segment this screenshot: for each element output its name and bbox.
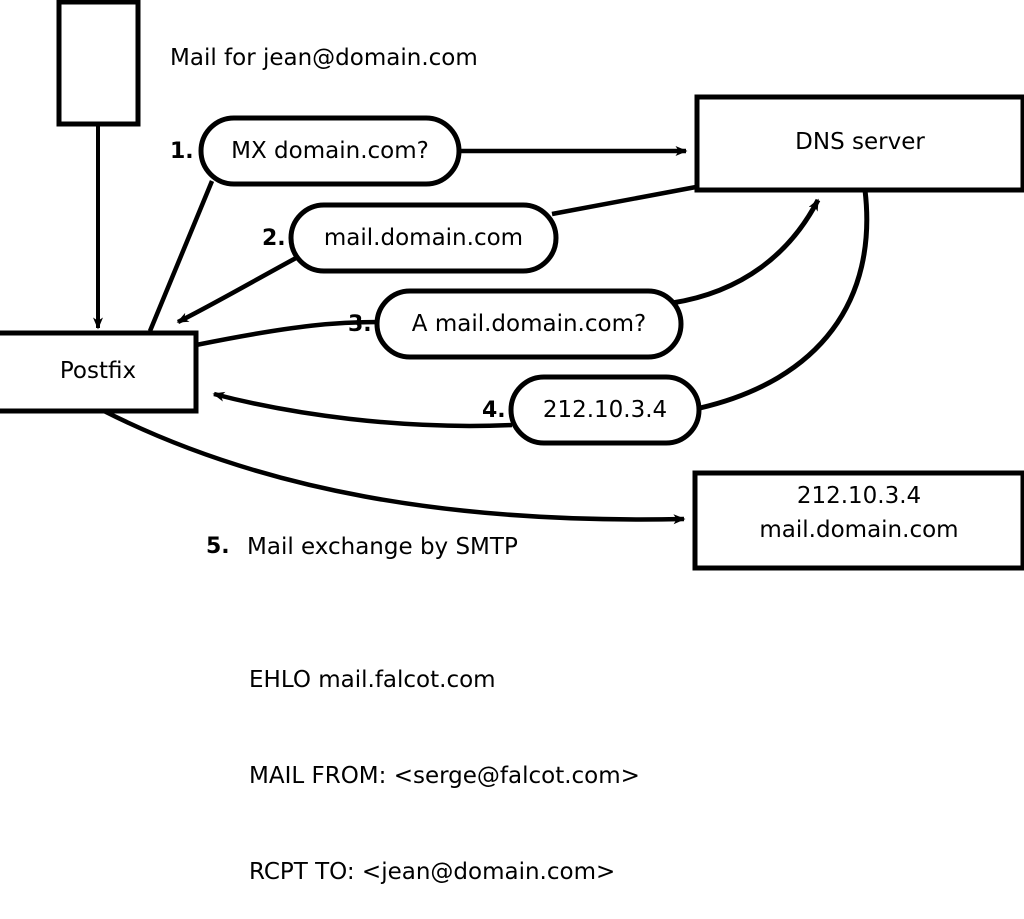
smtp-line: EHLO mail.falcot.com [249, 667, 496, 693]
step-2-number: 2. [262, 226, 286, 251]
edge-step4-to-postfix [212, 391, 513, 429]
step-4-label: 212.10.3.4 [542, 397, 668, 423]
step-3-number: 3. [348, 312, 372, 337]
node-mailhost-box [692, 470, 1024, 571]
step-1-number: 1. [170, 139, 194, 164]
edge-step2-to-postfix [176, 256, 298, 325]
step-2-label: mail.domain.com [323, 225, 524, 251]
node-mailhost-label-host: mail.domain.com [759, 517, 959, 543]
node-mailhost-label-ip: 212.10.3.4 [796, 483, 922, 509]
node-client-box [56, 0, 141, 127]
bubble-step2 [288, 202, 559, 274]
step-3-label: A mail.domain.com? [411, 311, 647, 337]
edge-postfix-to-mailhost [102, 408, 686, 525]
step-5-label: Mail exchange by SMTP [247, 534, 518, 560]
smtp-line: RCPT TO: <jean@domain.com> [249, 859, 616, 885]
mail-for-caption: Mail for jean@domain.com [170, 45, 478, 71]
bubble-step1 [198, 115, 462, 187]
step-4-number: 4. [482, 398, 506, 423]
node-postfix-label: Postfix [59, 358, 137, 384]
bubble-step3 [374, 288, 684, 360]
step-1-label: MX domain.com? [231, 138, 429, 164]
node-dns-box [694, 94, 1024, 193]
edge-step1-tail-to-postfix [147, 180, 215, 332]
smtp-transcript: EHLO mail.falcot.com MAIL FROM: <serge@f… [249, 600, 640, 919]
edge-dns-to-step2 [551, 184, 697, 217]
edge-dns-to-step4 [699, 189, 870, 411]
smtp-line: MAIL FROM: <serge@falcot.com> [249, 763, 640, 789]
step-5-number: 5. [206, 534, 230, 559]
node-dns-label: DNS server [795, 129, 925, 155]
node-postfix-box [0, 330, 199, 414]
edge-step3-to-dns [671, 198, 821, 306]
bubble-step4 [508, 374, 702, 446]
edge-postfix-to-step3 [195, 319, 381, 348]
